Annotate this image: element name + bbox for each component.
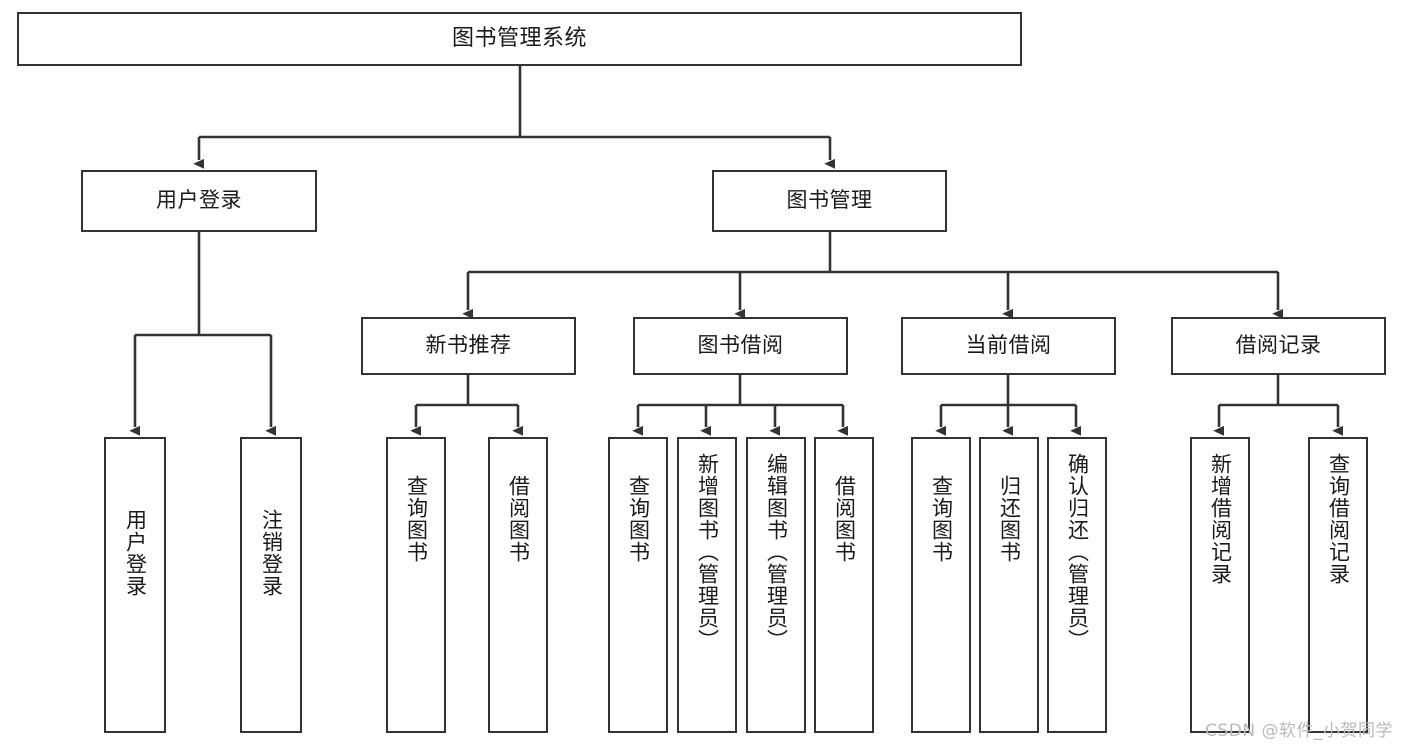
node-book-management[interactable]: 图书管理 — [712, 170, 947, 232]
leaf-label: 新增图书（管理员） — [695, 453, 720, 651]
node-borrow-record[interactable]: 借阅记录 — [1171, 317, 1386, 375]
leaf-user-login-logout[interactable]: 注销登录 — [240, 437, 302, 733]
leaf-label: 查询图书 — [929, 475, 954, 563]
leaf-current-borrow-return[interactable]: 归还图书 — [979, 437, 1039, 733]
node-root[interactable]: 图书管理系统 — [17, 12, 1022, 66]
leaf-borrow-record-add[interactable]: 新增借阅记录 — [1190, 437, 1250, 733]
node-root-label: 图书管理系统 — [451, 25, 587, 51]
leaf-book-borrow-edit[interactable]: 编辑图书（管理员） — [746, 437, 806, 733]
node-new-book-recommend[interactable]: 新书推荐 — [361, 317, 576, 375]
leaf-label: 用户登录 — [123, 509, 148, 597]
leaf-current-borrow-confirm[interactable]: 确认归还（管理员） — [1047, 437, 1107, 733]
leaf-label: 查询图书 — [626, 475, 651, 563]
leaf-label: 新增借阅记录 — [1208, 453, 1233, 585]
node-book-management-label: 图书管理 — [786, 188, 873, 213]
leaf-label: 借阅图书 — [832, 475, 857, 563]
node-user-login[interactable]: 用户登录 — [81, 170, 317, 232]
node-borrow-record-label: 借阅记录 — [1235, 333, 1322, 358]
leaf-borrow-record-query[interactable]: 查询借阅记录 — [1308, 437, 1368, 733]
leaf-user-login-login[interactable]: 用户登录 — [104, 437, 166, 733]
leaf-book-borrow-add[interactable]: 新增图书（管理员） — [677, 437, 737, 733]
leaf-new-book-borrow[interactable]: 借阅图书 — [488, 437, 548, 733]
node-current-borrow-label: 当前借阅 — [965, 333, 1052, 358]
leaf-label: 查询借阅记录 — [1326, 453, 1351, 585]
leaf-label: 注销登录 — [259, 509, 284, 597]
leaf-book-borrow-query[interactable]: 查询图书 — [608, 437, 668, 733]
watermark: CSDN @软件_小贺同学 — [1205, 721, 1393, 741]
node-user-login-label: 用户登录 — [156, 188, 242, 213]
node-current-borrow[interactable]: 当前借阅 — [901, 317, 1116, 375]
leaf-label: 确认归还（管理员） — [1065, 453, 1090, 651]
leaf-book-borrow-borrow[interactable]: 借阅图书 — [814, 437, 874, 733]
node-book-borrow-label: 图书借阅 — [697, 333, 784, 358]
leaf-label: 借阅图书 — [506, 475, 531, 563]
leaf-label: 编辑图书（管理员） — [764, 453, 789, 651]
leaf-label: 归还图书 — [997, 475, 1022, 563]
node-new-book-recommend-label: 新书推荐 — [425, 333, 512, 358]
leaf-label: 查询图书 — [404, 475, 429, 563]
leaf-new-book-query[interactable]: 查询图书 — [386, 437, 446, 733]
node-book-borrow[interactable]: 图书借阅 — [633, 317, 848, 375]
leaf-current-borrow-query[interactable]: 查询图书 — [911, 437, 971, 733]
